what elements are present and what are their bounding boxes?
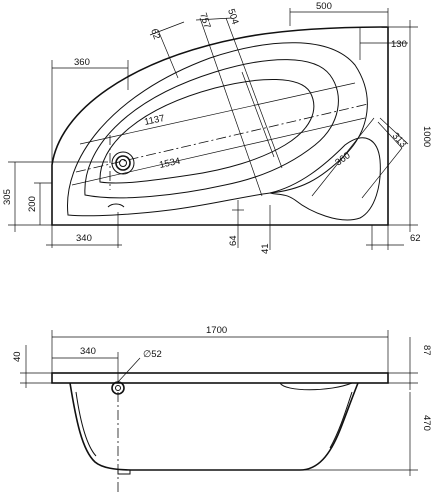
dim-504-line — [225, 17, 283, 169]
label-41: 41 — [260, 243, 271, 254]
plan-bowl-contour-3 — [99, 78, 315, 184]
plan-center-axis — [75, 103, 369, 173]
dim-360-seat-line — [311, 117, 375, 197]
dim-313-ext — [379, 117, 409, 145]
label-470: 470 — [421, 415, 431, 431]
plan-view: 500 130 1000 360 62 757 504 1137 1534 31… — [2, 1, 431, 254]
side-view: 1700 340 ∅52 40 87 470 — [12, 325, 431, 494]
label-504: 504 — [225, 8, 240, 26]
label-87: 87 — [421, 345, 431, 356]
label-757: 757 — [197, 12, 212, 30]
dim-757-tick — [195, 17, 233, 21]
label-1534: 1534 — [158, 156, 181, 171]
label-130: 130 — [391, 39, 407, 50]
plan-inner-bowl — [67, 42, 368, 217]
side-inner-left-wall — [75, 391, 97, 457]
plan-outer-outline — [51, 26, 389, 226]
side-body-outline — [69, 382, 359, 471]
side-inner-right-wall — [329, 391, 353, 449]
label-62-angle: 62 — [148, 27, 162, 41]
label-1700: 1700 — [206, 325, 227, 336]
plan-edge-notch — [107, 203, 125, 208]
dim-drain-leader — [117, 357, 141, 383]
label-360-top: 360 — [74, 57, 90, 68]
dim-62-line — [157, 29, 179, 79]
dim-757-line — [199, 17, 263, 197]
label-305: 305 — [2, 189, 13, 205]
label-313: 313 — [390, 131, 409, 150]
side-seat-bump — [279, 382, 353, 391]
label-340-bottom: 340 — [76, 233, 92, 244]
dim-313-line-b — [361, 147, 403, 199]
label-64: 64 — [228, 235, 239, 246]
label-340-side: 340 — [80, 346, 96, 357]
dim-1534-line — [71, 117, 366, 186]
side-rim — [51, 372, 389, 384]
label-40: 40 — [12, 351, 23, 362]
plan-bowl-contour-2 — [84, 59, 339, 199]
plan-corner-seat — [269, 137, 381, 221]
label-drain-diameter: ∅52 — [143, 349, 162, 360]
dim-1137-line — [79, 82, 356, 145]
dim-504-extent — [241, 71, 275, 158]
label-200: 200 — [27, 196, 38, 212]
dim-62-tick — [149, 21, 185, 36]
label-1137: 1137 — [143, 113, 165, 128]
label-62-right: 62 — [410, 233, 421, 244]
label-500: 500 — [316, 1, 332, 12]
dim-313-line-a — [377, 121, 403, 149]
label-1000: 1000 — [421, 126, 431, 147]
